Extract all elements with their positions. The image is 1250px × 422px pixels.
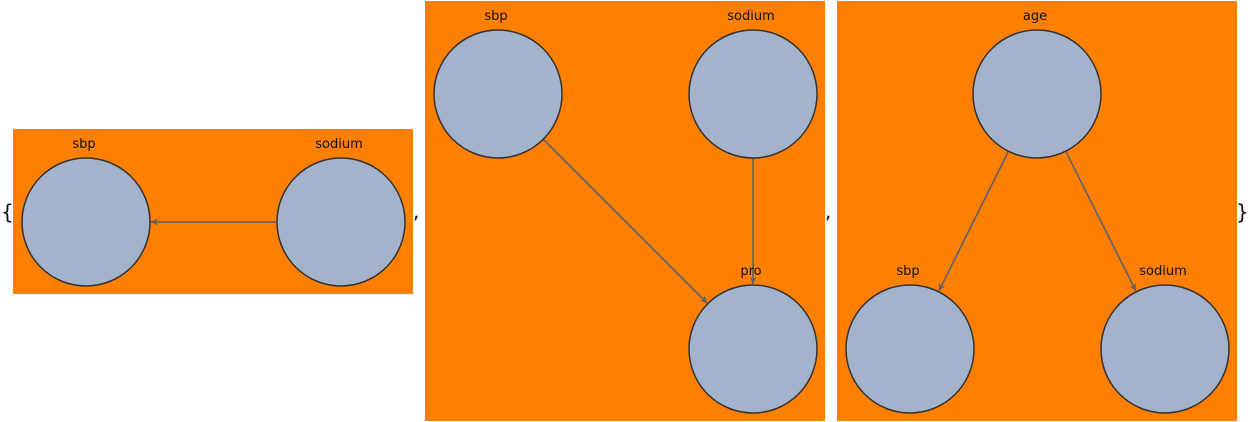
node-label-sodium: sodium [1139,264,1187,279]
node-age[interactable] [972,29,1102,159]
node-sbp[interactable] [845,284,975,414]
node-sodium[interactable] [1100,284,1230,414]
node-label-pro: pro [740,264,761,279]
node-label-sodium: sodium [315,137,363,152]
node-sbp[interactable] [21,157,151,287]
graph-panel-3: age sbp sodium [837,1,1237,421]
node-label-sodium: sodium [727,9,775,24]
node-label-sbp: sbp [484,9,507,24]
node-sodium[interactable] [276,157,406,287]
node-label-sbp: sbp [896,264,919,279]
graph-panel-2: sbp sodium pro [425,1,825,421]
edge-age-to-sbp [938,150,1010,292]
node-label-sbp: sbp [72,137,95,152]
separator-1: , [413,199,419,223]
open-brace: { [1,200,14,224]
separator-2: , [825,199,831,223]
node-sodium[interactable] [688,29,818,159]
edge-sbp-to-pro [542,138,708,304]
close-brace: } [1236,200,1249,224]
node-pro[interactable] [688,284,818,414]
node-label-age: age [1023,9,1047,24]
graph-panel-1: sbp sodium [13,129,413,294]
node-sbp[interactable] [433,29,563,159]
edge-age-to-sodium [1064,150,1137,292]
